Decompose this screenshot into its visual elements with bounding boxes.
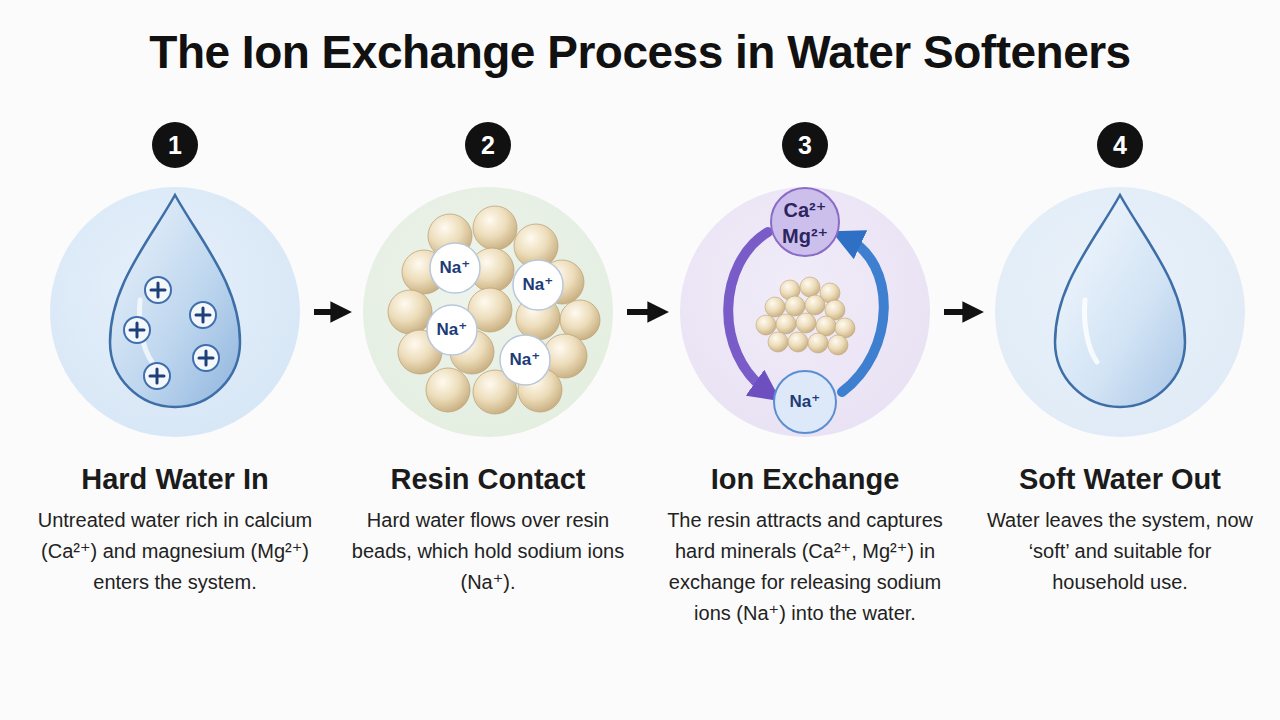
ion-label: Na⁺ xyxy=(523,275,554,295)
diagram-title: The Ion Exchange Process in Water Soften… xyxy=(0,24,1280,80)
step-heading: Resin Contact xyxy=(318,461,658,497)
callout-number: 2 xyxy=(465,122,511,168)
ion-label: Na⁺ xyxy=(440,258,471,278)
ion-label: Na⁺ xyxy=(790,392,821,412)
flow-arrow xyxy=(314,309,339,315)
ion-label: Mg²⁺ xyxy=(782,225,828,247)
step-circle: Soft Water OutWater leaves the system, n… xyxy=(995,187,1245,437)
step-heading: Hard Water In xyxy=(5,461,345,497)
ion-label: Na⁺ xyxy=(510,350,541,370)
step-circle: Hard Water InUntreated water rich in cal… xyxy=(50,187,300,437)
step-description: Water leaves the system, now ‘soft’ and … xyxy=(982,505,1258,598)
flow-arrow xyxy=(627,309,656,315)
step-circle: Resin ContactHard water flows over resin… xyxy=(363,187,613,437)
ion-label: Ca²⁺ xyxy=(784,199,827,221)
flow-arrow xyxy=(944,309,971,315)
step-heading: Ion Exchange xyxy=(635,461,975,497)
step-description: Hard water flows over resin beads, which… xyxy=(350,505,626,598)
callout-number: 4 xyxy=(1097,122,1143,168)
step-description: The resin attracts and captures hard min… xyxy=(667,505,943,629)
callout-number: 1 xyxy=(152,122,198,168)
ion-label: Na⁺ xyxy=(437,320,468,340)
step-heading: Soft Water Out xyxy=(950,461,1280,497)
step-description: Untreated water rich in calcium (Ca²⁺) a… xyxy=(37,505,313,598)
callout-number: 3 xyxy=(782,122,828,168)
